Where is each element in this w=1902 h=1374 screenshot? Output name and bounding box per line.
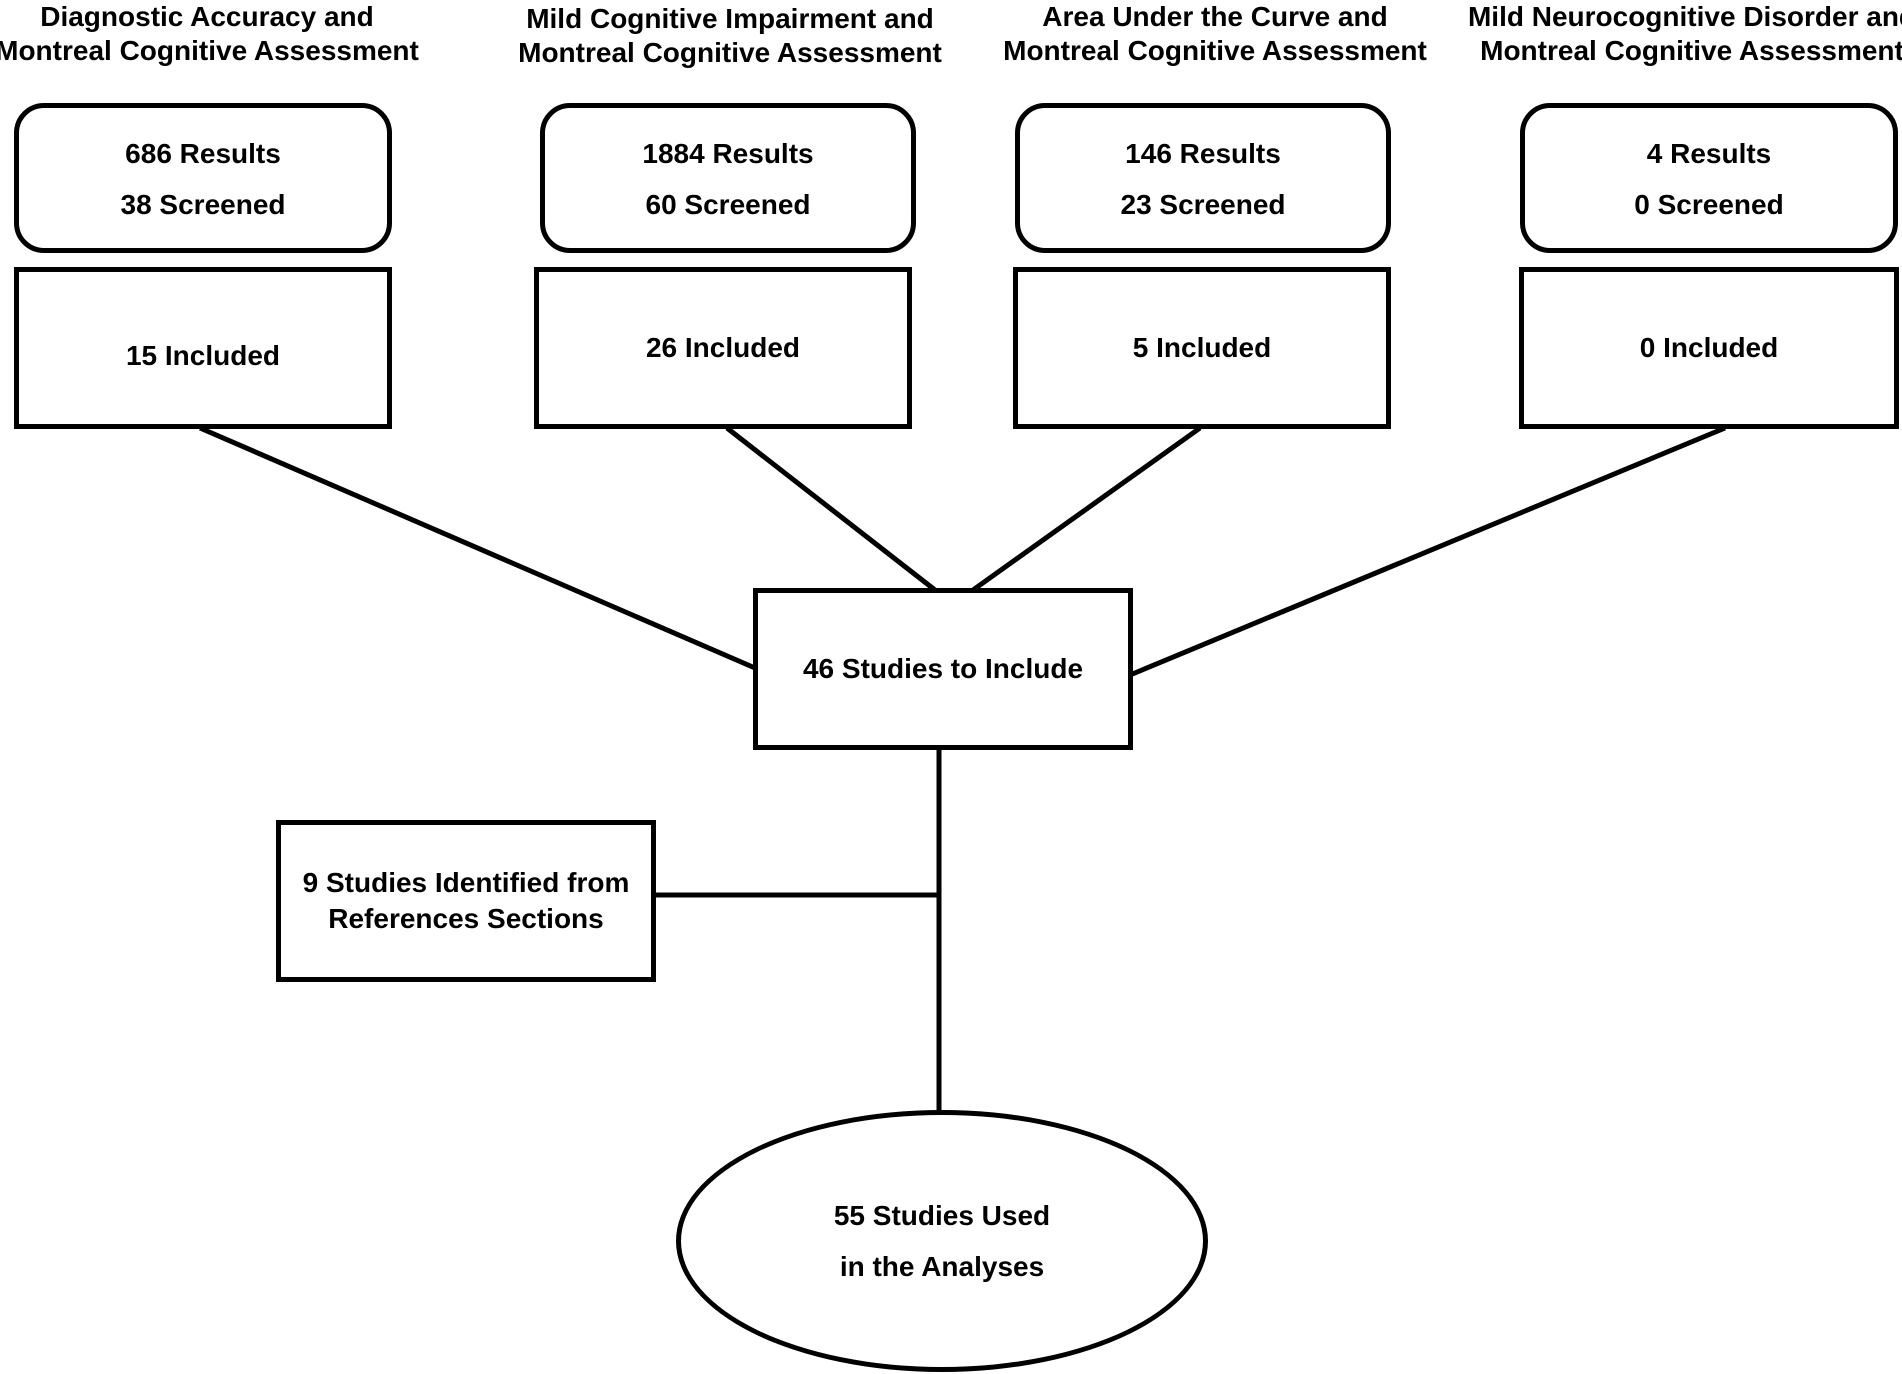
results-count-4: 4 Results bbox=[1646, 138, 1772, 169]
screened-count-1: 38 Screened bbox=[120, 189, 286, 220]
included-box-2: 26 Included bbox=[534, 267, 912, 429]
source-header-1: Diagnostic Accuracy and Montreal Cogniti… bbox=[0, 0, 427, 68]
screened-count-3: 23 Screened bbox=[1120, 189, 1286, 220]
included-count-1: 15 Included bbox=[125, 340, 281, 371]
included-box-1: 15 Included bbox=[14, 267, 392, 429]
included-box-3: 5 Included bbox=[1013, 267, 1391, 429]
included-box-4: 0 Included bbox=[1519, 267, 1899, 429]
source-header-1-line-1: Diagnostic Accuracy and bbox=[40, 1, 374, 32]
source-header-4-line-2: Montreal Cognitive Assessment bbox=[1480, 35, 1902, 66]
connector-source-2 bbox=[725, 426, 937, 592]
connector-source-4 bbox=[1129, 425, 1726, 678]
screened-count-2: 60 Screened bbox=[645, 189, 811, 220]
connector-source-3 bbox=[971, 425, 1202, 593]
screening-box-3: 146 Results 23 Screened bbox=[1015, 103, 1391, 253]
merge-box: 46 Studies to Include bbox=[753, 588, 1133, 750]
results-count-3: 146 Results bbox=[1125, 138, 1281, 169]
screening-box-4: 4 Results 0 Screened bbox=[1520, 103, 1898, 253]
connector-source-1 bbox=[199, 425, 756, 671]
final-ellipse: 55 Studies Used in the Analyses bbox=[676, 1110, 1208, 1372]
screening-box-1: 686 Results 38 Screened bbox=[14, 103, 392, 253]
screened-count-4: 0 Screened bbox=[1634, 189, 1784, 220]
source-header-2-line-2: Montreal Cognitive Assessment bbox=[518, 37, 942, 68]
references-line-1: 9 Studies Identified from bbox=[302, 867, 630, 898]
included-count-2: 26 Included bbox=[645, 332, 801, 363]
final-line-1: 55 Studies Used bbox=[833, 1200, 1051, 1231]
results-count-2: 1884 Results bbox=[642, 138, 814, 169]
source-header-2: Mild Cognitive Impairment and Montreal C… bbox=[510, 2, 950, 70]
results-count-1: 686 Results bbox=[125, 138, 281, 169]
included-count-3: 5 Included bbox=[1132, 332, 1272, 363]
source-header-2-line-1: Mild Cognitive Impairment and bbox=[526, 3, 934, 34]
merge-label: 46 Studies to Include bbox=[802, 653, 1084, 684]
source-header-3: Area Under the Curve and Montreal Cognit… bbox=[995, 0, 1435, 68]
included-count-4: 0 Included bbox=[1639, 332, 1779, 363]
source-header-4: Mild Neurocognitive Disorder and Montrea… bbox=[1462, 0, 1902, 68]
final-line-2: in the Analyses bbox=[839, 1251, 1045, 1282]
references-line-2: References Sections bbox=[328, 903, 604, 934]
screening-box-2: 1884 Results 60 Screened bbox=[540, 103, 916, 253]
source-header-3-line-2: Montreal Cognitive Assessment bbox=[1003, 35, 1427, 66]
source-header-1-line-2: Montreal Cognitive Assessment bbox=[0, 35, 419, 66]
references-box: 9 Studies Identified from References Sec… bbox=[276, 820, 656, 982]
source-header-4-line-1: Mild Neurocognitive Disorder and bbox=[1467, 1, 1902, 32]
source-header-3-line-1: Area Under the Curve and bbox=[1042, 1, 1388, 32]
